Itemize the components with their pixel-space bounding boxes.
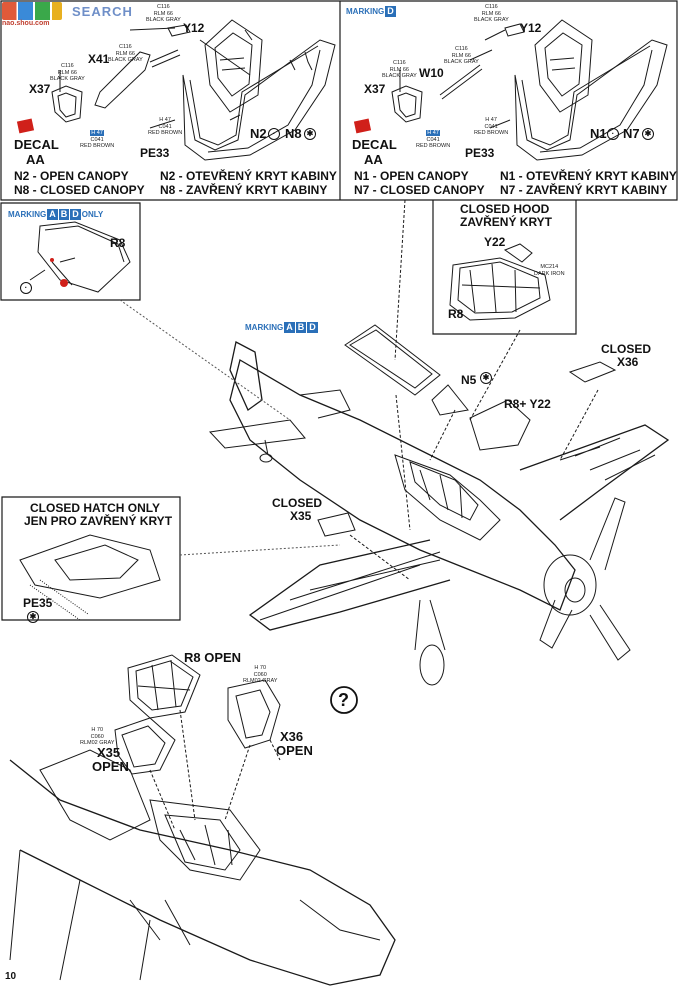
part-x36: X36	[617, 355, 639, 369]
paint-callout: H 70 C060 RLM02 GRAY	[80, 727, 115, 746]
open-symbol-icon: ·	[20, 282, 32, 294]
note-closed-canopy: N8 - CLOSED CANOPY	[14, 183, 145, 197]
closed-symbol-icon: ✱	[480, 372, 492, 384]
part-r8-y22: R8+ Y22	[504, 397, 551, 411]
r8-open-label: R8 OPEN	[184, 650, 242, 665]
marking-badge: MARKING D	[346, 6, 396, 17]
part-x41: X41	[88, 52, 110, 66]
closed-hatch-title: CLOSED HATCH ONLY	[30, 501, 161, 515]
note-open-canopy: N1 - OPEN CANOPY	[354, 169, 469, 183]
paint-callout: C116 RLM 66 BLACK GRAY	[474, 4, 509, 23]
closed-symbol-icon: ✱	[304, 128, 316, 140]
watermark-url: nao.shou.com	[2, 20, 50, 27]
marking-badge: MARKING A B D	[245, 322, 318, 333]
part-pe33: PE33	[465, 146, 495, 160]
part-pe35: PE35	[23, 596, 53, 610]
note-closed-canopy: N7 - CLOSED CANOPY	[354, 183, 485, 197]
paint-callout: H 70 C060 RLM02 GRAY	[243, 665, 278, 684]
question-mark: ?	[338, 690, 349, 710]
paint-callout: H 47 C041 RED BROWN	[148, 117, 183, 136]
paint-callout-red-brown: H 47 C041 RED BROWN	[80, 130, 115, 149]
paint-callout: MC214 DARK IRON	[534, 264, 565, 277]
version-n7: N7	[623, 126, 640, 141]
version-n1: N1	[590, 126, 607, 141]
closed-hatch-title-cz: JEN PRO ZAVŘENÝ KRYT	[24, 514, 173, 528]
marking-letter: D	[385, 6, 396, 17]
part-w10: W10	[419, 66, 444, 80]
part-r8: R8	[448, 307, 464, 321]
paint-callout: C116 RLM 66 BLACK GRAY	[382, 60, 417, 79]
paint-callout: C116 RLM 66 BLACK GRAY	[444, 46, 479, 65]
page-number: 10	[5, 971, 17, 982]
x36-open-state: OPEN	[276, 743, 313, 758]
closed-symbol-icon: ✱	[642, 128, 654, 140]
part-y22: Y22	[484, 235, 506, 249]
part-y12: Y12	[183, 21, 205, 35]
closed-hood-title-cz: ZAVŘENÝ KRYT	[460, 215, 553, 229]
x35-open-label: X35	[97, 745, 121, 760]
paint-callout: H 47 C041 RED BROWN	[474, 117, 509, 136]
decal-id: AA	[26, 152, 45, 167]
paint-callout: C116 RLM 66 BLACK GRAY	[146, 4, 181, 23]
paint-callout-red-brown: H 47 C041 RED BROWN	[416, 130, 451, 149]
x35-open-state: OPEN	[92, 759, 129, 774]
note-closed-canopy-cz: N8 - ZAVŘENÝ KRYT KABINY	[160, 183, 328, 197]
version-n5: N5	[461, 373, 477, 387]
closed-x35-label: CLOSED	[272, 496, 323, 510]
note-closed-canopy-cz: N7 - ZAVŘENÝ KRYT KABINY	[500, 183, 668, 197]
decal-label: DECAL	[352, 137, 397, 152]
part-x37: X37	[29, 82, 51, 96]
marking-badge: MARKING A B D ONLY	[8, 209, 104, 220]
note-open-canopy: N2 - OPEN CANOPY	[14, 169, 129, 183]
open-symbol-icon: ·	[607, 128, 619, 140]
part-pe33: PE33	[140, 146, 170, 160]
part-r8: R8	[110, 236, 126, 250]
closed-x36-label: CLOSED	[601, 342, 652, 356]
watermark-logo: SEARCH nao.shou.com	[2, 2, 134, 28]
paint-callout: C116 RLM 66 BLACK GRAY	[108, 44, 143, 63]
part-x37: X37	[364, 82, 386, 96]
version-n8: N8	[285, 126, 302, 141]
watermark-text: SEARCH	[72, 4, 133, 19]
note-open-canopy-cz: N1 - OTEVŘENÝ KRYT KABINY	[500, 169, 677, 183]
watermark-logo-glyphs	[2, 2, 62, 20]
decal-label: DECAL	[14, 137, 59, 152]
paint-callout: C116 RLM 66 BLACK GRAY	[50, 63, 85, 82]
version-n2: N2	[250, 126, 267, 141]
part-y12: Y12	[520, 21, 542, 35]
closed-hood-title: CLOSED HOOD	[460, 202, 550, 216]
open-symbol-icon: ·	[268, 128, 280, 140]
decal-id: AA	[364, 152, 383, 167]
note-open-canopy-cz: N2 - OTEVŘENÝ KRYT KABINY	[160, 169, 337, 183]
part-x35: X35	[290, 509, 312, 523]
x36-open-label: X36	[280, 729, 304, 744]
closed-symbol-icon: ✱	[27, 611, 39, 623]
